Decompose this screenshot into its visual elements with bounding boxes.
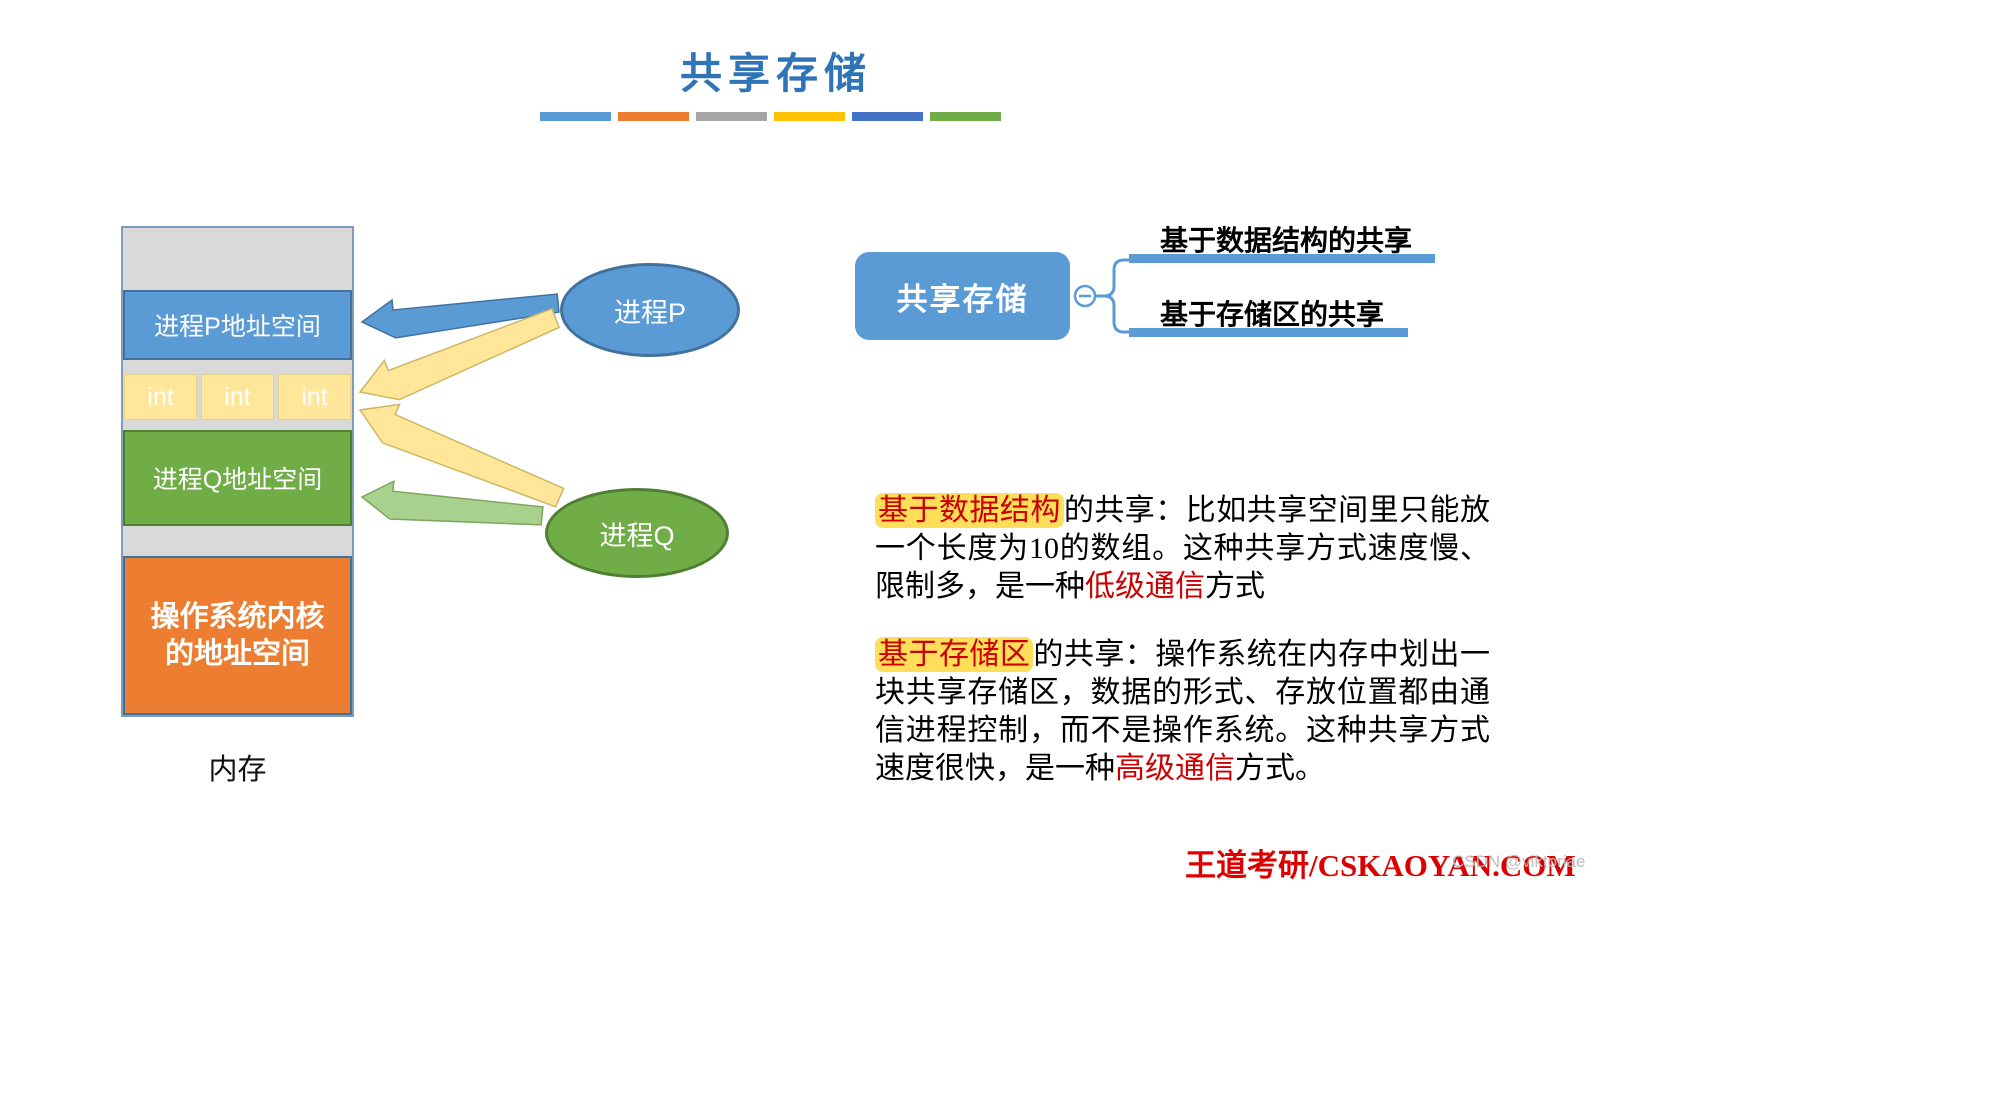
process-p-label: 进程P [613,297,686,328]
memory-process-q-block: 进程Q地址空间 [123,430,352,526]
memory-gap [123,360,352,374]
note-data-structure-sharing: 基于数据结构的共享：比如共享空间里只能放一个长度为10的数组。这种共享方式速度慢… [875,492,1490,606]
tree-bracket-bottom [1095,294,1133,334]
watermark: CSDN @viktoriae [1452,852,1586,871]
brand-footer: 王道考研/CSKAOYAN.COM [1185,848,1576,883]
tree-branch-bar [1129,254,1435,263]
tree-root-node: 共享存储 [855,252,1070,340]
shared-int-cell: int [124,374,197,420]
memory-process-p-block: 进程P地址空间 [123,290,352,360]
memory-free-block [123,228,352,290]
divider-segment [774,112,845,121]
tree-bracket-top [1095,258,1133,298]
highlighted-term: 基于存储区 [875,637,1034,672]
divider-segment [930,112,1001,121]
divider-segment [852,112,923,121]
arrow-q-to-shared-int [358,403,565,508]
arrow-q-to-q-block [360,479,544,526]
page-title: 共享存储 [679,50,872,97]
tree-branch-bar [1129,328,1408,337]
process-q-label: 进程Q [599,520,675,551]
highlighted-term: 基于数据结构 [875,493,1064,528]
arrow-p-to-shared-int [358,307,560,401]
note-text: 的共享：比如共享空间里只能放一个长度为10的数组。这种共享方式速度慢、限制多，是… [875,494,1491,603]
process-q-ellipse: 进程Q [545,488,729,578]
note-text: 的共享：操作系统在内存中划出一块共享存储区，数据的形式、存放位置都由通信进程控制… [875,638,1491,785]
memory-os-kernel-block: 操作系统内核 的地址空间 [123,556,352,715]
memory-caption: 内存 [208,754,267,786]
shared-int-cell: int [201,374,274,420]
tree-branch-data-structure: 基于数据结构的共享 [1160,225,1413,256]
memory-shared-int-row: int int int [123,374,352,420]
red-term: 高级通信 [1115,752,1235,785]
note-text: 方式 [1205,570,1265,603]
os-kernel-line2: 的地址空间 [164,637,310,670]
red-term: 低级通信 [1085,570,1205,603]
os-kernel-line1: 操作系统内核 [150,601,325,634]
note-text: 方式。 [1235,752,1325,785]
title-divider [540,112,1001,121]
process-p-ellipse: 进程P [560,263,740,357]
memory-gap [123,420,352,430]
shared-int-cell: int [278,374,351,420]
tree-branch-storage-area: 基于存储区的共享 [1160,299,1385,330]
tree-collapse-icon [1073,284,1097,308]
note-storage-area-sharing: 基于存储区的共享：操作系统在内存中划出一块共享存储区，数据的形式、存放位置都由通… [875,636,1490,788]
divider-segment [618,112,689,121]
memory-gap [123,526,352,556]
arrow-p-to-p-block [360,293,560,339]
divider-segment [540,112,611,121]
memory-stack: 进程P地址空间 int int int 进程Q地址空间 操作系统内核 的地址空间 [121,226,354,717]
divider-segment [696,112,767,121]
